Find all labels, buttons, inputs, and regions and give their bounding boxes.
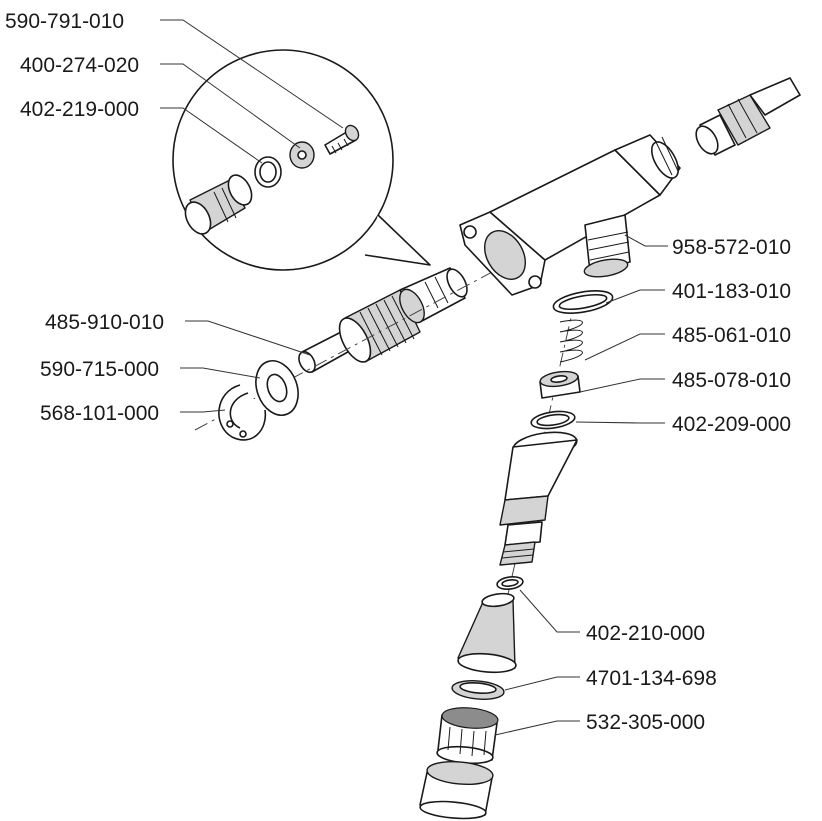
washer-400-274-020 — [289, 141, 315, 169]
label-400-274-020: 400-274-020 — [20, 54, 139, 77]
label-532-305-000: 532-305-000 — [586, 711, 705, 734]
shaft-485-910-010 — [298, 267, 468, 374]
label-402-209-000: 402-209-000 — [672, 413, 791, 436]
leader-lines — [160, 19, 668, 736]
detail-valve-body — [184, 174, 253, 235]
label-485-910-010: 485-910-010 — [45, 311, 164, 334]
label-590-715-000: 590-715-000 — [40, 358, 159, 381]
o-ring-402-210-000 — [496, 575, 524, 591]
label-958-572-010: 958-572-010 — [672, 236, 791, 259]
housing-958-572-010 — [459, 134, 681, 296]
o-ring-402-219-000 — [254, 156, 282, 188]
nozzle-body — [499, 431, 578, 566]
end-cap — [419, 760, 494, 820]
ring-4701-134-698 — [451, 680, 505, 700]
label-568-101-000: 568-101-000 — [40, 402, 159, 425]
label-485-061-010: 485-061-010 — [672, 324, 791, 347]
o-ring-401-183-010 — [552, 290, 614, 314]
circlip-568-101-000 — [218, 384, 267, 441]
nozzle-cone — [457, 592, 517, 674]
label-590-791-010: 590-791-010 — [5, 10, 124, 33]
label-401-183-010: 401-183-010 — [672, 280, 791, 303]
screw-590-791-010 — [324, 124, 360, 155]
spring-485-061-010 — [559, 319, 583, 363]
label-485-078-010: 485-078-010 — [672, 369, 791, 392]
label-4701-134-698: 4701-134-698 — [586, 667, 717, 690]
seat-485-078-010 — [539, 370, 581, 399]
hose-connector — [695, 77, 801, 156]
label-402-219-000: 402-219-000 — [20, 98, 139, 121]
washer-590-715-000 — [255, 360, 299, 416]
detail-magnifier — [172, 49, 431, 271]
nut-532-305-000 — [436, 707, 499, 765]
o-ring-402-209-000 — [530, 410, 576, 430]
label-402-210-000: 402-210-000 — [586, 622, 705, 645]
